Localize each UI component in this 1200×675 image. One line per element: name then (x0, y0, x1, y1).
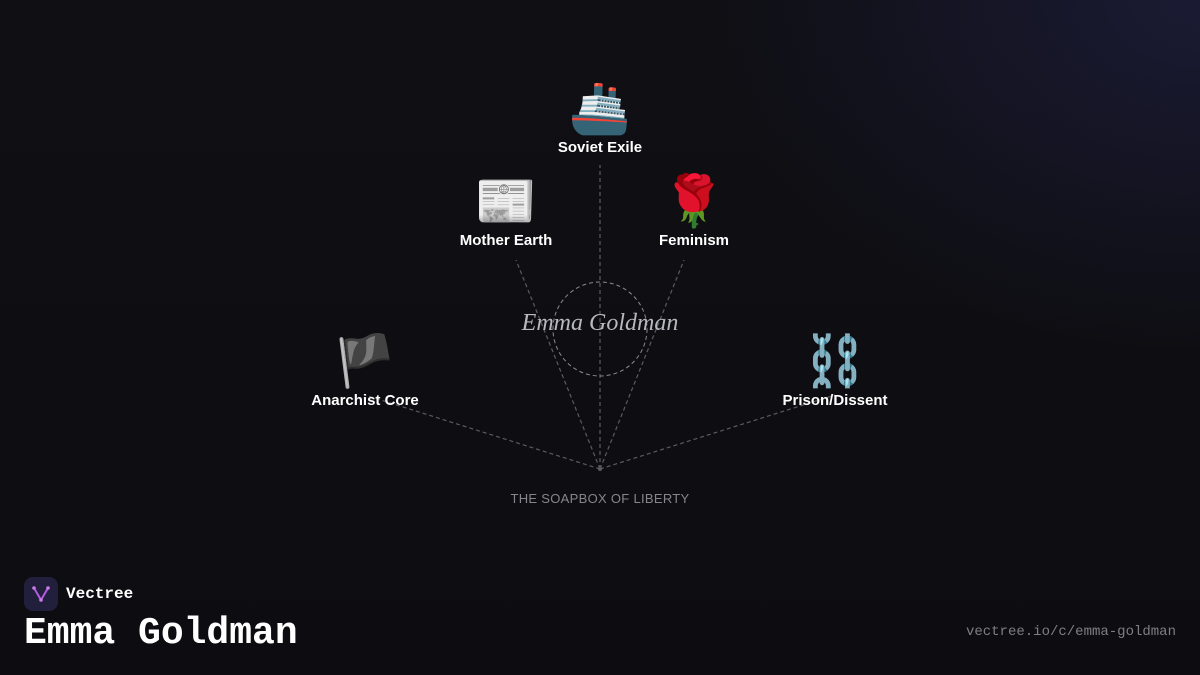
connector-line (599, 259, 685, 470)
node-label: Anarchist Core (311, 392, 419, 409)
rose-icon: 🌹 (662, 172, 726, 230)
connector-line (364, 394, 601, 470)
brand[interactable]: Vectree (24, 577, 133, 611)
diagram-node[interactable]: 📰 Mother Earth (426, 170, 586, 249)
node-label: Feminism (658, 232, 730, 249)
diagram-node[interactable]: 🏴 Anarchist Core (285, 330, 445, 409)
black-flag-icon: 🏴 (333, 332, 397, 390)
connector-origin (598, 467, 602, 471)
center-label: Emma Goldman (521, 310, 679, 336)
page-url[interactable]: vectree.io/c/emma-goldman (965, 624, 1176, 640)
diagram-node[interactable]: 🌹 Feminism (614, 170, 774, 249)
connector-lines (364, 165, 836, 470)
diagram-node[interactable]: ⛓️ Prison/Dissent (755, 330, 915, 409)
node-label: Soviet Exile (557, 139, 643, 156)
center-hub-circle (552, 281, 648, 377)
vectree-logo-icon (24, 577, 58, 611)
connector-line (515, 259, 601, 470)
diagram-caption: THE SOAPBOX OF LIBERTY (510, 491, 690, 506)
brand-name: Vectree (66, 585, 134, 603)
page-title: Emma Goldman (24, 612, 298, 655)
node-label: Mother Earth (459, 232, 553, 249)
newspaper-icon: 📰 (474, 172, 538, 230)
diagram-node[interactable]: 🚢 Soviet Exile (520, 77, 680, 156)
connector-line (599, 394, 836, 470)
chains-icon: ⛓️ (803, 332, 867, 390)
node-label: Prison/Dissent (782, 392, 888, 409)
ship-icon: 🚢 (568, 79, 632, 137)
